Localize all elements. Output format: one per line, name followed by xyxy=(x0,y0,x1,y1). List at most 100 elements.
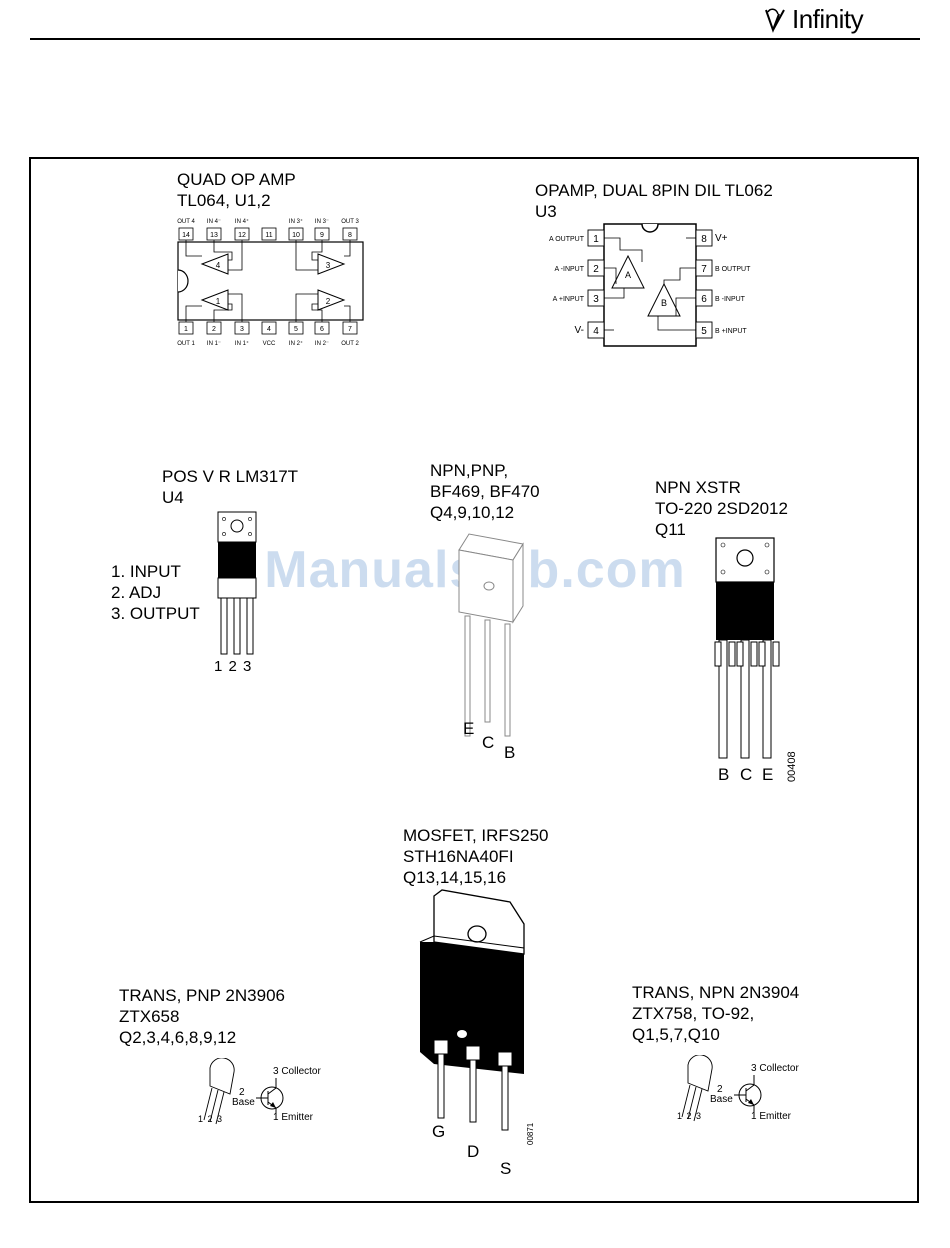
pnp-base-number: 2 xyxy=(239,1087,245,1098)
brand-name: Infinity xyxy=(792,4,864,34)
diagram-frame xyxy=(29,157,919,1203)
npn-emitter-label: 1 Emitter xyxy=(751,1111,792,1122)
regulator-pin-1: 1. INPUT xyxy=(111,562,181,581)
svg-text:OUT 1: OUT 1 xyxy=(177,341,195,347)
svg-text:OUT 4: OUT 4 xyxy=(177,219,195,225)
pnp-base-label: Base xyxy=(232,1097,255,1108)
npn-title: TRANS, NPN 2N3904 ZTX758, TO-92, Q1,5,7,… xyxy=(632,983,800,1044)
quad-top-pin-14: 14 OUT 4 xyxy=(177,219,195,241)
regulator-pin-numbers: 1 2 3 xyxy=(214,658,252,675)
amp-4-label: 4 xyxy=(216,261,221,270)
svg-text:4: 4 xyxy=(267,326,271,333)
svg-text:3: 3 xyxy=(593,294,599,305)
svg-text:V-: V- xyxy=(575,325,584,336)
svg-text:3: 3 xyxy=(240,326,244,333)
svg-text:B -INPUT: B -INPUT xyxy=(715,296,746,303)
quad-bottom-pin-3: 3 IN 1⁺ xyxy=(234,321,250,347)
svg-text:IN 2⁻: IN 2⁻ xyxy=(315,341,329,347)
svg-text:7: 7 xyxy=(348,326,352,333)
quad-bottom-pin-2: 2 IN 1⁻ xyxy=(206,321,222,347)
npn-diagram xyxy=(681,1055,762,1122)
mosfet-package xyxy=(419,889,525,1131)
svg-text:IN 1⁺: IN 1⁺ xyxy=(235,340,249,347)
npn-xstr-lead-b: B xyxy=(718,765,730,784)
header-rule xyxy=(30,38,920,40)
svg-text:1: 1 xyxy=(184,326,188,333)
dual-right-pin-8: 8 V+ xyxy=(695,229,728,247)
mosfet-lead-s: S xyxy=(500,1159,512,1178)
svg-text:V+: V+ xyxy=(715,233,728,244)
svg-text:1: 1 xyxy=(593,234,599,245)
npn-xstr-package xyxy=(714,537,780,759)
pnp-collector-label: 3 Collector xyxy=(273,1066,321,1077)
svg-text:A -INPUT: A -INPUT xyxy=(554,266,584,273)
svg-text:2: 2 xyxy=(593,264,599,275)
npn-base-label: Base xyxy=(710,1094,733,1105)
svg-text:13: 13 xyxy=(210,232,218,239)
svg-text:OUT 3: OUT 3 xyxy=(341,219,359,225)
npn-xstr-code: 00408 xyxy=(786,751,798,782)
pnp-diagram xyxy=(203,1058,284,1125)
amp-3-label: 3 xyxy=(326,261,331,270)
pnp-emitter-label: 1 Emitter xyxy=(273,1112,314,1123)
regulator-pin-list: 1. INPUT 2. ADJ 3. OUTPUT xyxy=(111,561,200,624)
svg-text:6: 6 xyxy=(320,326,324,333)
pnp-title: TRANS, PNP 2N3906 ZTX658 Q2,3,4,6,8,9,12 xyxy=(119,986,285,1047)
svg-text:5: 5 xyxy=(294,326,298,333)
regulator-title: POS V R LM317T U4 xyxy=(162,467,299,507)
svg-text:IN 3⁺: IN 3⁺ xyxy=(289,218,303,225)
regulator-pin-3: 3. OUTPUT xyxy=(111,604,200,623)
dual-right-pin-5: 5 B +INPUT xyxy=(695,321,747,339)
quad-top-pin-8: 8 OUT 3 xyxy=(341,219,359,241)
quad-top-pin-11: 11 xyxy=(261,227,277,241)
brand-logo: Infinity xyxy=(762,2,882,38)
mosfet-code: 00871 xyxy=(526,1122,535,1145)
npn-xstr-lead-e: E xyxy=(762,765,774,784)
quad-bottom-pin-6: 6 IN 2⁻ xyxy=(314,321,330,347)
svg-text:IN 4⁻: IN 4⁻ xyxy=(207,219,221,225)
svg-text:IN 4⁺: IN 4⁺ xyxy=(235,218,249,225)
svg-text:IN 2⁺: IN 2⁺ xyxy=(289,340,303,347)
amp-2-label: 2 xyxy=(326,297,331,306)
svg-text:OUT 2: OUT 2 xyxy=(341,341,359,347)
dual-left-pin-3: 3A +INPUT xyxy=(553,289,605,307)
mosfet-lead-d: D xyxy=(467,1142,480,1161)
dual-right-pin-6: 6 B -INPUT xyxy=(695,289,746,307)
mosfet-lead-g: G xyxy=(432,1122,446,1141)
quad-top-pin-12: 12 IN 4⁺ xyxy=(234,218,250,241)
svg-text:8: 8 xyxy=(701,234,707,245)
svg-text:4: 4 xyxy=(593,326,599,337)
svg-text:IN 3⁻: IN 3⁻ xyxy=(315,219,329,225)
svg-text:9: 9 xyxy=(320,232,324,239)
quad-bottom-pin-5: 5 IN 2⁺ xyxy=(288,321,304,347)
regulator-pin-2: 2. ADJ xyxy=(111,583,162,602)
npn-pnp-package xyxy=(458,533,524,737)
npn-lead-numbers: 1 2 3 xyxy=(677,1111,703,1121)
svg-text:14: 14 xyxy=(182,232,190,239)
svg-text:A OUTPUT: A OUTPUT xyxy=(549,236,585,243)
npn-pnp-title: NPN,PNP, BF469, BF470 Q4,9,10,12 xyxy=(430,461,540,522)
svg-text:7: 7 xyxy=(701,264,707,275)
svg-text:VCC: VCC xyxy=(263,341,276,347)
quad-opamp-title: QUAD OP AMP TL064, U1,2 xyxy=(177,170,296,210)
amp-1-label: 1 xyxy=(216,297,221,306)
svg-text:5: 5 xyxy=(701,326,707,337)
svg-text:6: 6 xyxy=(701,294,707,305)
svg-text:8: 8 xyxy=(348,232,352,239)
svg-text:2: 2 xyxy=(212,326,216,333)
quad-top-pin-9: 9 IN 3⁻ xyxy=(314,219,330,241)
npn-xstr-title: NPN XSTR TO-220 2SD2012 Q11 xyxy=(655,478,788,539)
svg-text:IN 1⁻: IN 1⁻ xyxy=(207,341,221,347)
dual-left-pin-1: 1 A OUTPUT xyxy=(549,229,605,247)
npn-base-number: 2 xyxy=(717,1084,723,1095)
mosfet-title: MOSFET, IRFS250 STH16NA40FI Q13,14,15,16 xyxy=(403,826,549,887)
npn-collector-label: 3 Collector xyxy=(751,1063,799,1074)
svg-text:B +INPUT: B +INPUT xyxy=(715,328,747,335)
npn-pnp-lead-c: C xyxy=(482,733,495,752)
svg-text:12: 12 xyxy=(238,232,246,239)
